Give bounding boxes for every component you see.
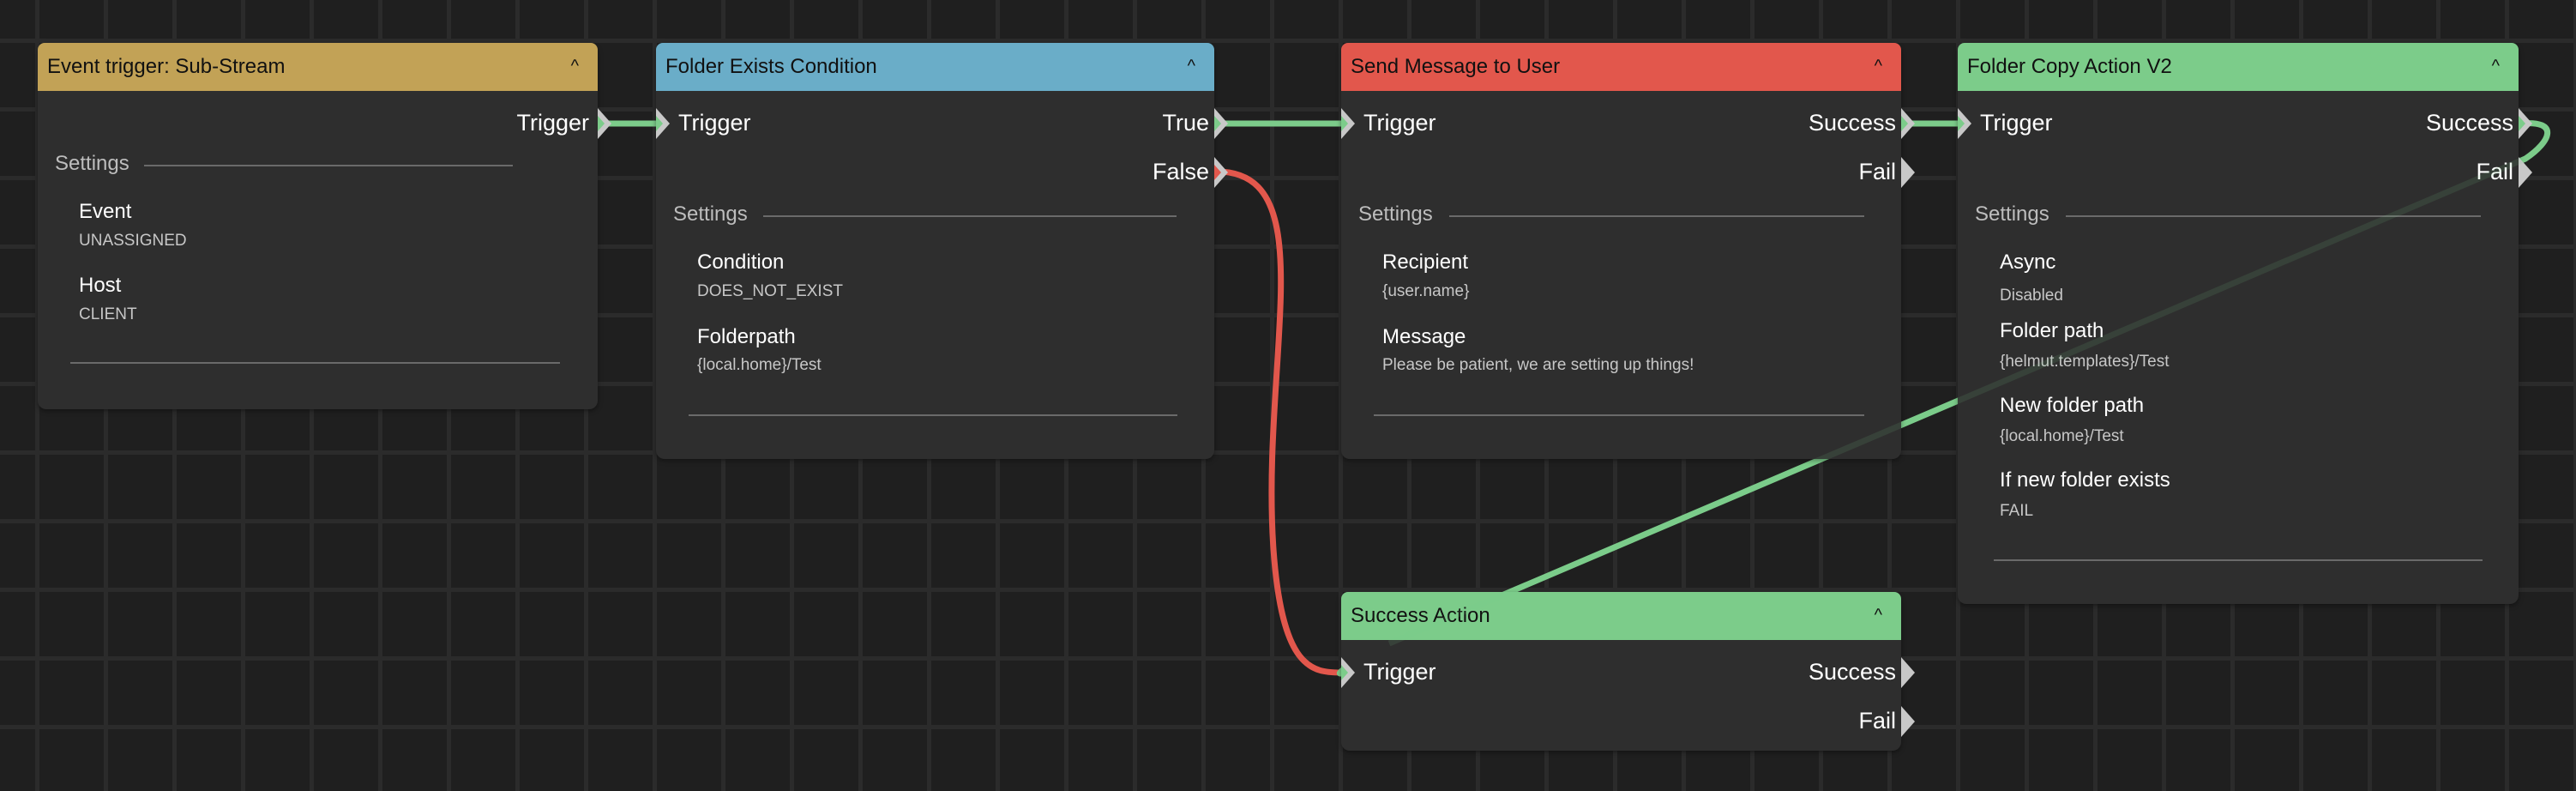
output-port-success[interactable]: Success	[1808, 659, 1896, 685]
triangle-port-icon[interactable]	[1958, 108, 1971, 139]
output-port-fail[interactable]: Fail	[2476, 159, 2513, 184]
node-header[interactable]: Success Action ^	[1341, 592, 1901, 640]
field-label: Folder path	[2000, 319, 2104, 342]
triangle-port-icon[interactable]	[2519, 157, 2532, 188]
node-title: Success Action	[1351, 604, 1490, 627]
triangle-port-icon[interactable]	[1901, 706, 1915, 737]
field-label: Condition	[697, 251, 785, 274]
divider	[70, 362, 560, 364]
field-label: If new folder exists	[2000, 468, 2170, 492]
node-title: Folder Copy Action V2	[1967, 55, 2172, 78]
output-port-success[interactable]: Success	[1808, 110, 1896, 136]
triangle-port-icon[interactable]	[1341, 657, 1355, 688]
field-label: Async	[2000, 251, 2056, 274]
field-value[interactable]: {local.home}/Test	[2000, 427, 2124, 445]
node-header[interactable]: Event trigger: Sub-Stream ^	[38, 43, 598, 91]
field-label: Recipient	[1382, 251, 1469, 274]
chevron-up-icon[interactable]: ^	[2491, 57, 2500, 75]
triangle-port-icon[interactable]	[1341, 108, 1355, 139]
triangle-port-icon[interactable]	[1214, 157, 1228, 188]
node-title: Event trigger: Sub-Stream	[47, 55, 286, 78]
output-port-fail[interactable]: Fail	[1858, 159, 1896, 184]
field-value[interactable]: FAIL	[2000, 502, 2034, 520]
chevron-up-icon[interactable]: ^	[1187, 57, 1195, 75]
field-label: Folderpath	[697, 325, 796, 348]
output-port-false[interactable]: False	[1152, 159, 1209, 184]
chevron-up-icon[interactable]: ^	[1874, 606, 1882, 625]
node-title: Folder Exists Condition	[665, 55, 877, 78]
node-header[interactable]: Send Message to User ^	[1341, 43, 1901, 91]
triangle-port-icon[interactable]	[1901, 657, 1915, 688]
node-header[interactable]: Folder Exists Condition ^	[656, 43, 1214, 91]
divider	[144, 165, 513, 166]
field-value[interactable]: {user.name}	[1382, 282, 1470, 300]
chevron-up-icon[interactable]: ^	[570, 57, 579, 75]
divider	[2066, 215, 2481, 217]
input-port-trigger[interactable]: Trigger	[1980, 110, 2053, 136]
field-label: Host	[79, 274, 122, 297]
field-value[interactable]: Disabled	[2000, 287, 2063, 305]
field-value[interactable]: UNASSIGNED	[79, 232, 187, 250]
field-label: Event	[79, 200, 132, 223]
node-send-message-to-user[interactable]: Send Message to User ^ Trigger Success F…	[1341, 43, 1915, 459]
node-folder-copy-action-v2[interactable]: Folder Copy Action V2 ^ Trigger Success …	[1958, 43, 2532, 604]
triangle-port-icon[interactable]	[1214, 108, 1228, 139]
field-value[interactable]: Please be patient, we are setting up thi…	[1382, 356, 1694, 374]
divider	[1449, 215, 1864, 217]
field-label: New folder path	[2000, 394, 2145, 417]
divider	[689, 414, 1177, 416]
field-value[interactable]: CLIENT	[79, 305, 137, 323]
node-success-action[interactable]: Success Action ^ Trigger Success Fail	[1341, 592, 1915, 751]
triangle-port-icon[interactable]	[2519, 108, 2532, 139]
divider	[1994, 559, 2483, 561]
output-port-true[interactable]: True	[1162, 110, 1209, 136]
triangle-port-icon[interactable]	[1901, 157, 1915, 188]
field-value[interactable]: {helmut.templates}/Test	[2000, 353, 2170, 371]
node-event-trigger[interactable]: Event trigger: Sub-Stream ^ Trigger Sett…	[38, 43, 611, 409]
field-value[interactable]: DOES_NOT_EXIST	[697, 282, 843, 300]
output-port-trigger[interactable]: Trigger	[516, 110, 589, 136]
input-port-trigger[interactable]: Trigger	[678, 110, 751, 136]
divider	[1374, 414, 1864, 416]
wire-false-to-success-action[interactable]	[1216, 168, 1342, 676]
field-label: Message	[1382, 325, 1466, 348]
output-port-success[interactable]: Success	[2425, 110, 2513, 136]
node-header[interactable]: Folder Copy Action V2 ^	[1958, 43, 2519, 91]
settings-label: Settings	[55, 152, 129, 175]
divider	[763, 215, 1177, 217]
field-value[interactable]: {local.home}/Test	[697, 356, 822, 374]
chevron-up-icon[interactable]: ^	[1874, 57, 1882, 75]
settings-label: Settings	[673, 202, 748, 226]
settings-label: Settings	[1975, 202, 2049, 226]
node-title: Send Message to User	[1351, 55, 1561, 78]
node-folder-exists-condition[interactable]: Folder Exists Condition ^ Trigger True F…	[656, 43, 1228, 459]
settings-label: Settings	[1358, 202, 1433, 226]
input-port-trigger[interactable]: Trigger	[1363, 110, 1436, 136]
input-port-trigger[interactable]: Trigger	[1363, 659, 1436, 685]
triangle-port-icon[interactable]	[656, 108, 670, 139]
triangle-port-icon[interactable]	[1901, 108, 1915, 139]
output-port-fail[interactable]: Fail	[1858, 708, 1896, 734]
triangle-port-icon[interactable]	[598, 108, 611, 139]
